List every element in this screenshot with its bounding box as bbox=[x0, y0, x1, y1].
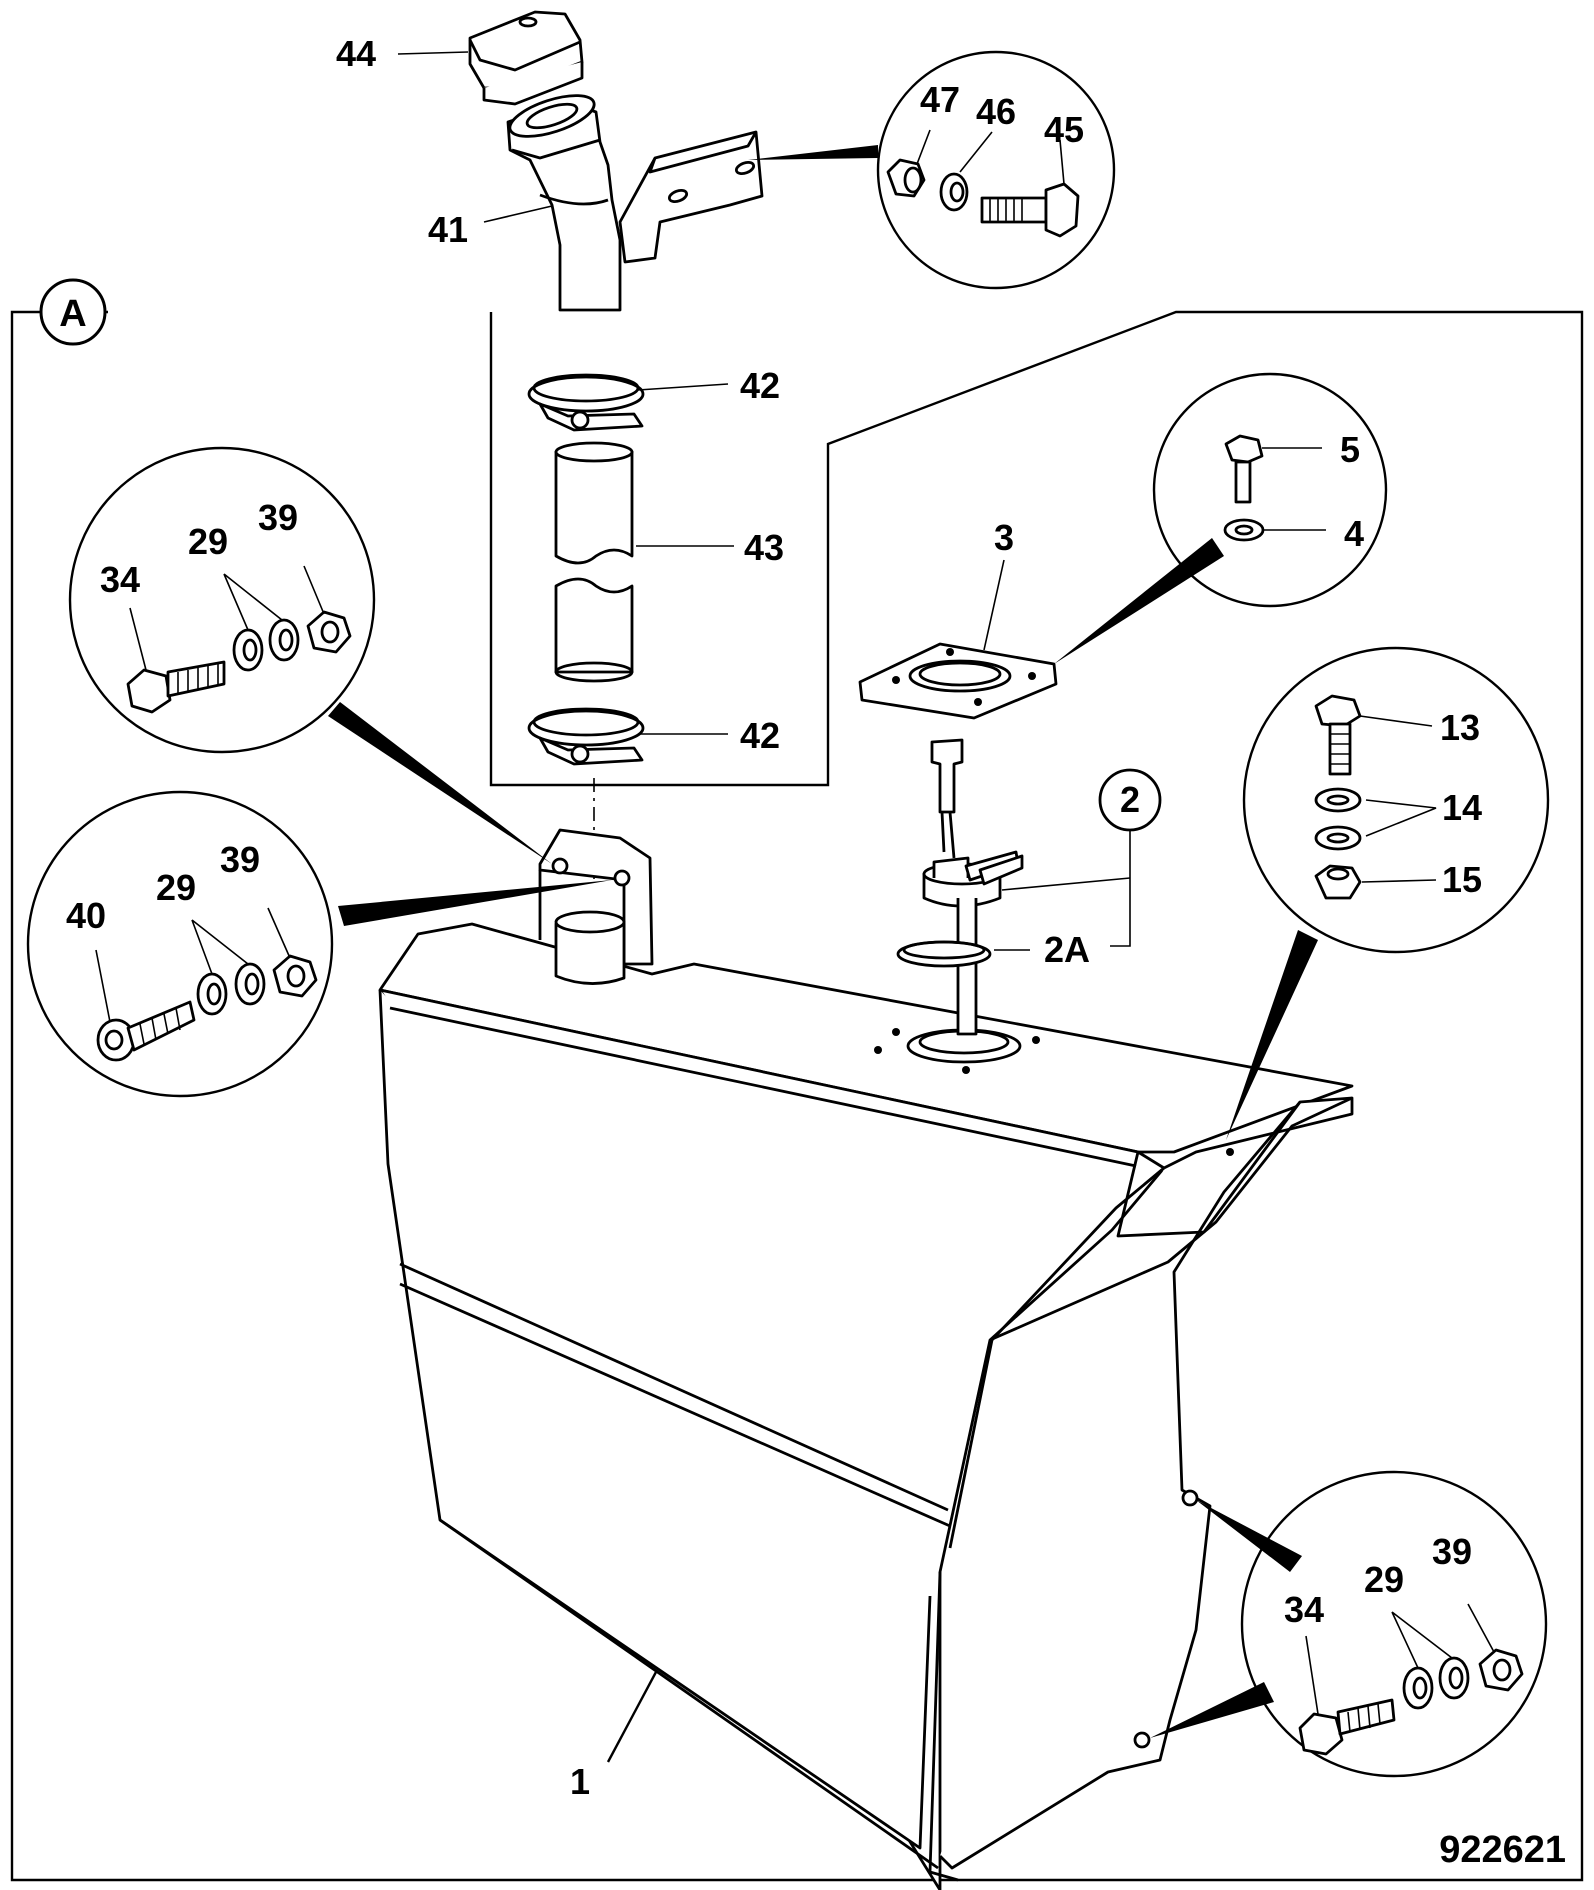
callout-34-upper: 34 bbox=[100, 559, 140, 600]
callout-14: 14 bbox=[1442, 787, 1482, 828]
detail-bubble-side-bolt bbox=[1150, 1470, 1548, 1778]
detail-bubble-bracket-fixings bbox=[748, 50, 1116, 290]
leader-2 bbox=[1001, 877, 1131, 891]
filler-neck bbox=[506, 94, 622, 312]
callout-46: 46 bbox=[976, 91, 1016, 132]
callout-34-lower: 34 bbox=[1284, 1589, 1324, 1630]
callout-39-mid: 39 bbox=[220, 839, 260, 880]
callout-5: 5 bbox=[1340, 429, 1360, 470]
detail-frame-a bbox=[10, 310, 1584, 1882]
callout-39-upper: 39 bbox=[258, 497, 298, 538]
callout-29-mid: 29 bbox=[156, 867, 196, 908]
detail-bubble-gasket-fixings bbox=[1054, 372, 1388, 664]
callout-circle-2 bbox=[1098, 768, 1162, 832]
fuel-hose bbox=[554, 441, 634, 683]
callout-45: 45 bbox=[1044, 109, 1084, 150]
leader-3 bbox=[983, 559, 1005, 651]
callout-40: 40 bbox=[66, 895, 106, 936]
fuel-tank bbox=[378, 828, 1354, 1890]
filler-neck-bracket bbox=[618, 130, 764, 264]
sender-gasket-plate bbox=[858, 642, 1058, 720]
filler-cap bbox=[468, 10, 584, 106]
leader-1 bbox=[606, 1671, 658, 1763]
detail-bubble-side-fixings bbox=[1226, 646, 1550, 1140]
callout-29-lower: 29 bbox=[1364, 1559, 1404, 1600]
callout-29-upper: 29 bbox=[188, 521, 228, 562]
leader-44 bbox=[397, 51, 469, 55]
callout-39-lower: 39 bbox=[1432, 1531, 1472, 1572]
drawing-number: 922621 bbox=[1439, 1829, 1566, 1871]
callout-13: 13 bbox=[1440, 707, 1480, 748]
hose-clip-upper bbox=[527, 373, 645, 432]
callout-15: 15 bbox=[1442, 859, 1482, 900]
detail-bubble-bracket-bolt bbox=[68, 446, 552, 864]
leader-2-bracket bbox=[1110, 818, 1131, 947]
leader-42-upper bbox=[637, 383, 729, 391]
view-marker-circle bbox=[39, 278, 107, 346]
callout-2A: 2A bbox=[1044, 929, 1090, 970]
view-marker-label: A bbox=[59, 293, 86, 335]
callout-43: 43 bbox=[744, 527, 784, 568]
leader-41 bbox=[483, 205, 553, 223]
callout-4: 4 bbox=[1344, 513, 1364, 554]
callout-44: 44 bbox=[336, 33, 376, 74]
callout-2: 2 bbox=[1120, 779, 1140, 820]
callout-1: 1 bbox=[570, 1761, 590, 1802]
callout-3: 3 bbox=[994, 517, 1014, 558]
hose-clip-lower bbox=[527, 707, 645, 766]
callout-41: 41 bbox=[428, 209, 468, 250]
callout-47: 47 bbox=[920, 79, 960, 120]
fuel-sender-unit bbox=[896, 738, 1024, 1036]
callout-42-upper: 42 bbox=[740, 365, 780, 406]
callout-42-lower: 42 bbox=[740, 715, 780, 756]
detail-bubble-stub-bolt bbox=[26, 790, 612, 1098]
